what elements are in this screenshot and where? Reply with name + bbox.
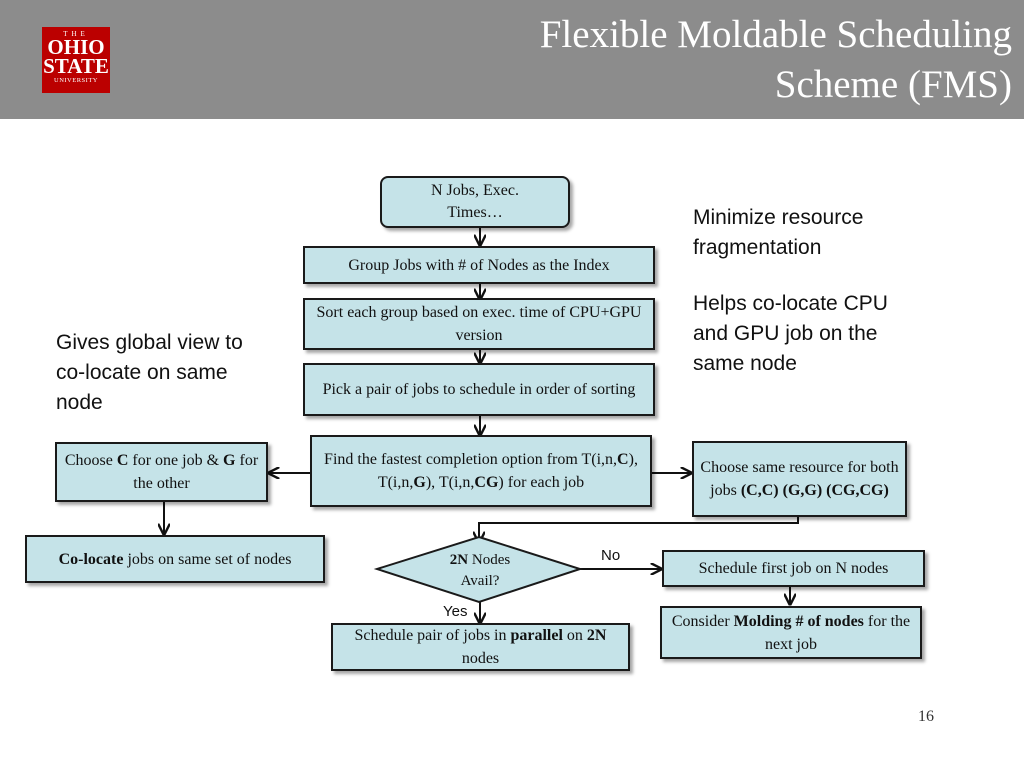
sort-groups-step: Sort each group based on exec. time of C… <box>303 298 655 350</box>
decision-label: 2N Nodes Avail? <box>449 552 511 589</box>
molding-step: Consider Molding # of nodes for the next… <box>660 606 922 659</box>
slide-header: THE OHIO STATE UNIVERSITY Flexible Molda… <box>0 0 1024 119</box>
schedule-first-step: Schedule first job on N nodes <box>662 550 925 587</box>
same-resource-step: Choose same resource for both jobs (C,C)… <box>692 441 907 517</box>
no-label: No <box>601 547 621 564</box>
ohio-state-logo: THE OHIO STATE UNIVERSITY <box>42 27 110 93</box>
start-node: N Jobs, Exec. Times… <box>380 176 570 228</box>
colocate-step: Co-locate jobs on same set of nodes <box>25 535 325 583</box>
find-fastest-step: Find the fastest completion option from … <box>310 435 652 507</box>
group-jobs-step: Group Jobs with # of Nodes as the Index <box>303 246 655 284</box>
page-number: 16 <box>918 708 934 725</box>
minimize-note: Minimize resource fragmentation <box>693 206 864 259</box>
choose-c-g-step: Choose C for one job & G for the other <box>55 442 268 502</box>
schedule-parallel-step: Schedule pair of jobs in parallel on 2N … <box>331 623 630 671</box>
slide-title: Flexible Moldable Scheduling Scheme (FMS… <box>539 13 1012 106</box>
decision-diamond <box>373 535 584 604</box>
arrow-same-to-decision <box>479 517 799 541</box>
pick-pair-step: Pick a pair of jobs to schedule in order… <box>303 363 655 416</box>
helps-note: Helps co-locate CPU and GPU job on the s… <box>693 292 888 375</box>
global-view-note: Gives global view to co-locate on same n… <box>56 331 243 414</box>
yes-label: Yes <box>443 603 468 620</box>
